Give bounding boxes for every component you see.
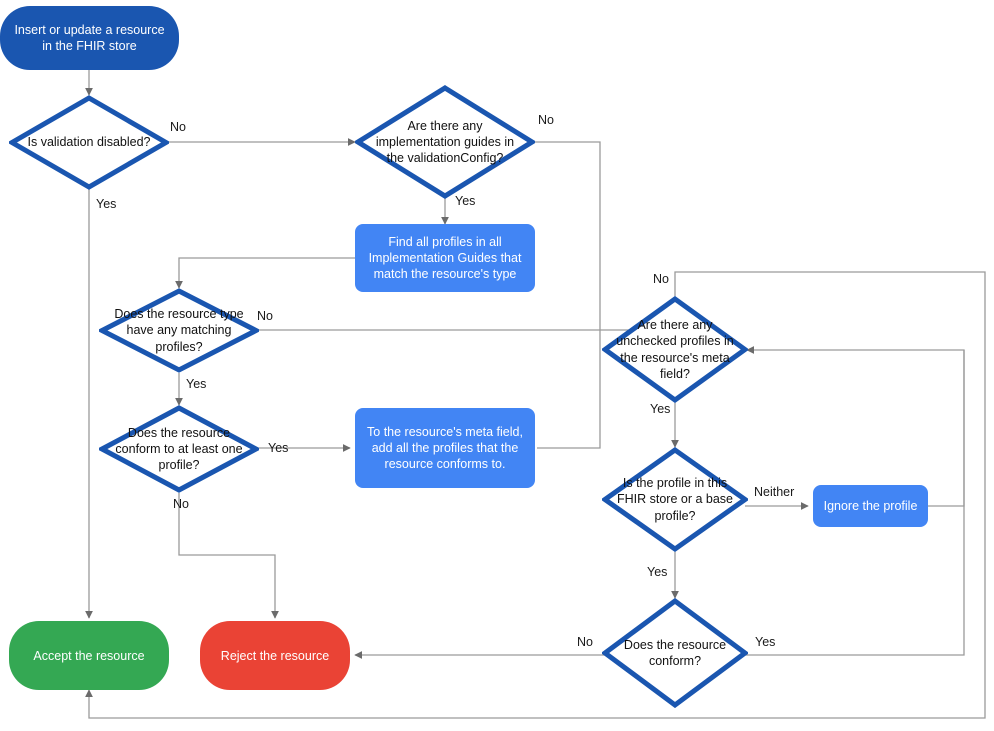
node-conform-label: Does the resource conform? bbox=[623, 637, 727, 668]
diamond-shape-conform bbox=[602, 598, 748, 708]
node-accept-label: Accept the resource bbox=[33, 648, 145, 663]
node-reject-the-resource[interactable]: Reject the resource bbox=[200, 621, 350, 690]
edge-label-unchecked-no: No bbox=[653, 272, 669, 286]
node-addmeta-label: To the resource's meta field, add all th… bbox=[367, 425, 523, 471]
node-start[interactable]: Insert or update a resource in the FHIR … bbox=[0, 6, 179, 70]
node-matching-label: Does the resource type have any matching… bbox=[114, 307, 244, 354]
edge-label-conformone-yes: Yes bbox=[268, 441, 289, 455]
edge-ignore-loop-unchecked bbox=[746, 346, 965, 507]
node-igs-label: Are there any implementation guides in t… bbox=[375, 118, 515, 166]
node-reject-label: Reject the resource bbox=[220, 648, 330, 663]
node-find-all-profiles[interactable]: Find all profiles in all Implementation … bbox=[355, 224, 535, 292]
node-add-profiles-to-meta[interactable]: To the resource's meta field, add all th… bbox=[355, 408, 535, 488]
node-findprofiles-label: Find all profiles in all Implementation … bbox=[368, 235, 522, 281]
edge-label-igs-yes: Yes bbox=[455, 194, 476, 208]
edge-label-igs-no: No bbox=[538, 113, 554, 127]
node-is-profile-in-store-or-base[interactable]: Is the profile in this FHIR store or a b… bbox=[602, 447, 748, 552]
diamond-shape-matching bbox=[99, 288, 259, 373]
node-does-resource-conform-to-at-least-one-profile[interactable]: Does the resource conform to at least on… bbox=[99, 405, 259, 493]
edge-label-validation-no: No bbox=[170, 120, 186, 134]
node-are-there-implementation-guides[interactable]: Are there any implementation guides in t… bbox=[355, 85, 535, 199]
node-unchecked-label: Are there any unchecked profiles in the … bbox=[616, 318, 734, 381]
node-basestore-label: Is the profile in this FHIR store or a b… bbox=[616, 476, 733, 523]
edge-unchecked-no-loop-accept bbox=[85, 271, 986, 719]
edge-findprofiles-to-matching bbox=[175, 257, 355, 289]
edge-conform-yes-loop bbox=[745, 350, 965, 656]
diamond-shape-unchecked bbox=[602, 296, 748, 403]
node-ignore-the-profile[interactable]: Ignore the profile bbox=[813, 485, 928, 527]
diamond-shape-validation bbox=[9, 95, 169, 190]
edge-label-basestore-neither: Neither bbox=[754, 485, 795, 499]
diamond-shape-igs bbox=[355, 85, 535, 199]
node-does-resource-type-have-matching-profiles[interactable]: Does the resource type have any matching… bbox=[99, 288, 259, 373]
node-is-validation-disabled[interactable]: Is validation disabled? bbox=[9, 95, 169, 190]
edge-conformone-no-to-reject bbox=[178, 493, 279, 619]
node-accept-the-resource[interactable]: Accept the resource bbox=[9, 621, 169, 690]
edge-label-matching-no: No bbox=[257, 309, 273, 323]
edge-label-conform-yes: Yes bbox=[755, 635, 776, 649]
edge-label-validation-yes: Yes bbox=[96, 197, 117, 211]
edge-label-matching-yes: Yes bbox=[186, 377, 207, 391]
diamond-shape-basestore bbox=[602, 447, 748, 552]
edge-label-conformone-no: No bbox=[173, 497, 189, 511]
edge-label-unchecked-yes: Yes bbox=[650, 402, 671, 416]
edge-label-basestore-yes: Yes bbox=[647, 565, 668, 579]
edge-label-conform-no: No bbox=[577, 635, 593, 649]
node-does-resource-conform[interactable]: Does the resource conform? bbox=[602, 598, 748, 708]
diamond-shape-conform-one bbox=[99, 405, 259, 493]
node-are-there-unchecked-profiles[interactable]: Are there any unchecked profiles in the … bbox=[602, 296, 748, 403]
node-conformone-label: Does the resource conform to at least on… bbox=[115, 425, 243, 473]
edge-igs-no-loop bbox=[535, 141, 601, 449]
node-start-label: Insert or update a resource in the FHIR … bbox=[14, 23, 165, 53]
node-ignore-label: Ignore the profile bbox=[823, 499, 918, 513]
node-validation-label: Is validation disabled? bbox=[27, 135, 151, 150]
